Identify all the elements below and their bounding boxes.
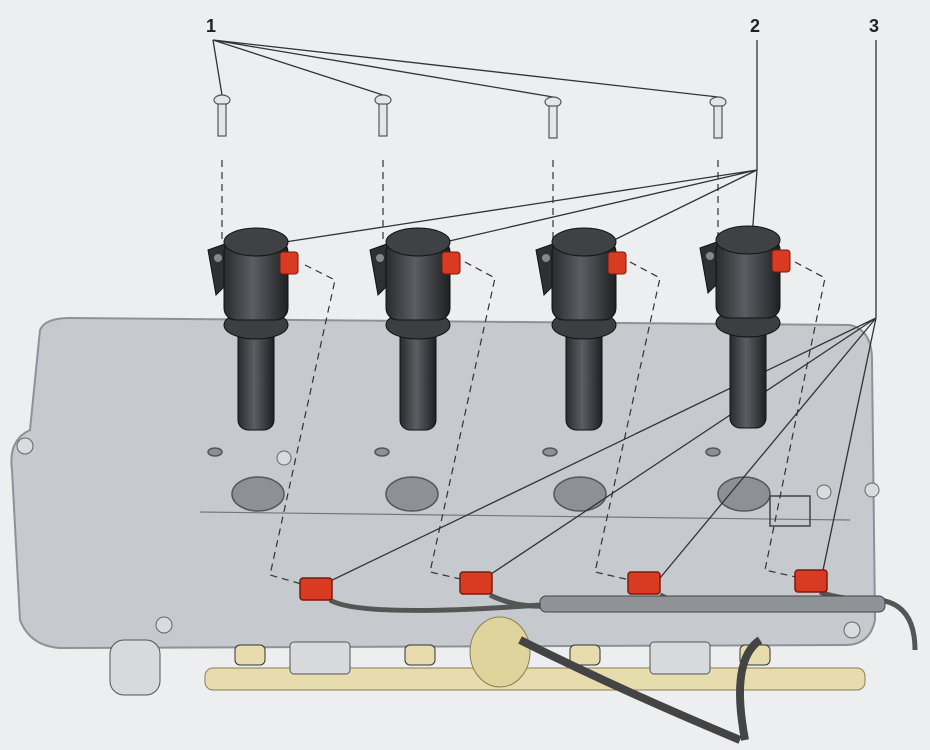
spark-plug-holes bbox=[207, 447, 771, 512]
valve-cover bbox=[10, 316, 877, 650]
cover-bolts bbox=[16, 437, 880, 639]
fuel-rail bbox=[109, 616, 866, 696]
wiring-harness bbox=[328, 589, 918, 744]
alignment-lines bbox=[221, 160, 826, 586]
harness-connectors bbox=[299, 569, 828, 601]
coil-bolts bbox=[213, 94, 727, 139]
callout-2: 2 bbox=[750, 16, 761, 36]
leader-lines bbox=[212, 39, 877, 586]
callout-1: 1 bbox=[206, 16, 217, 36]
callout-3: 3 bbox=[869, 16, 880, 36]
